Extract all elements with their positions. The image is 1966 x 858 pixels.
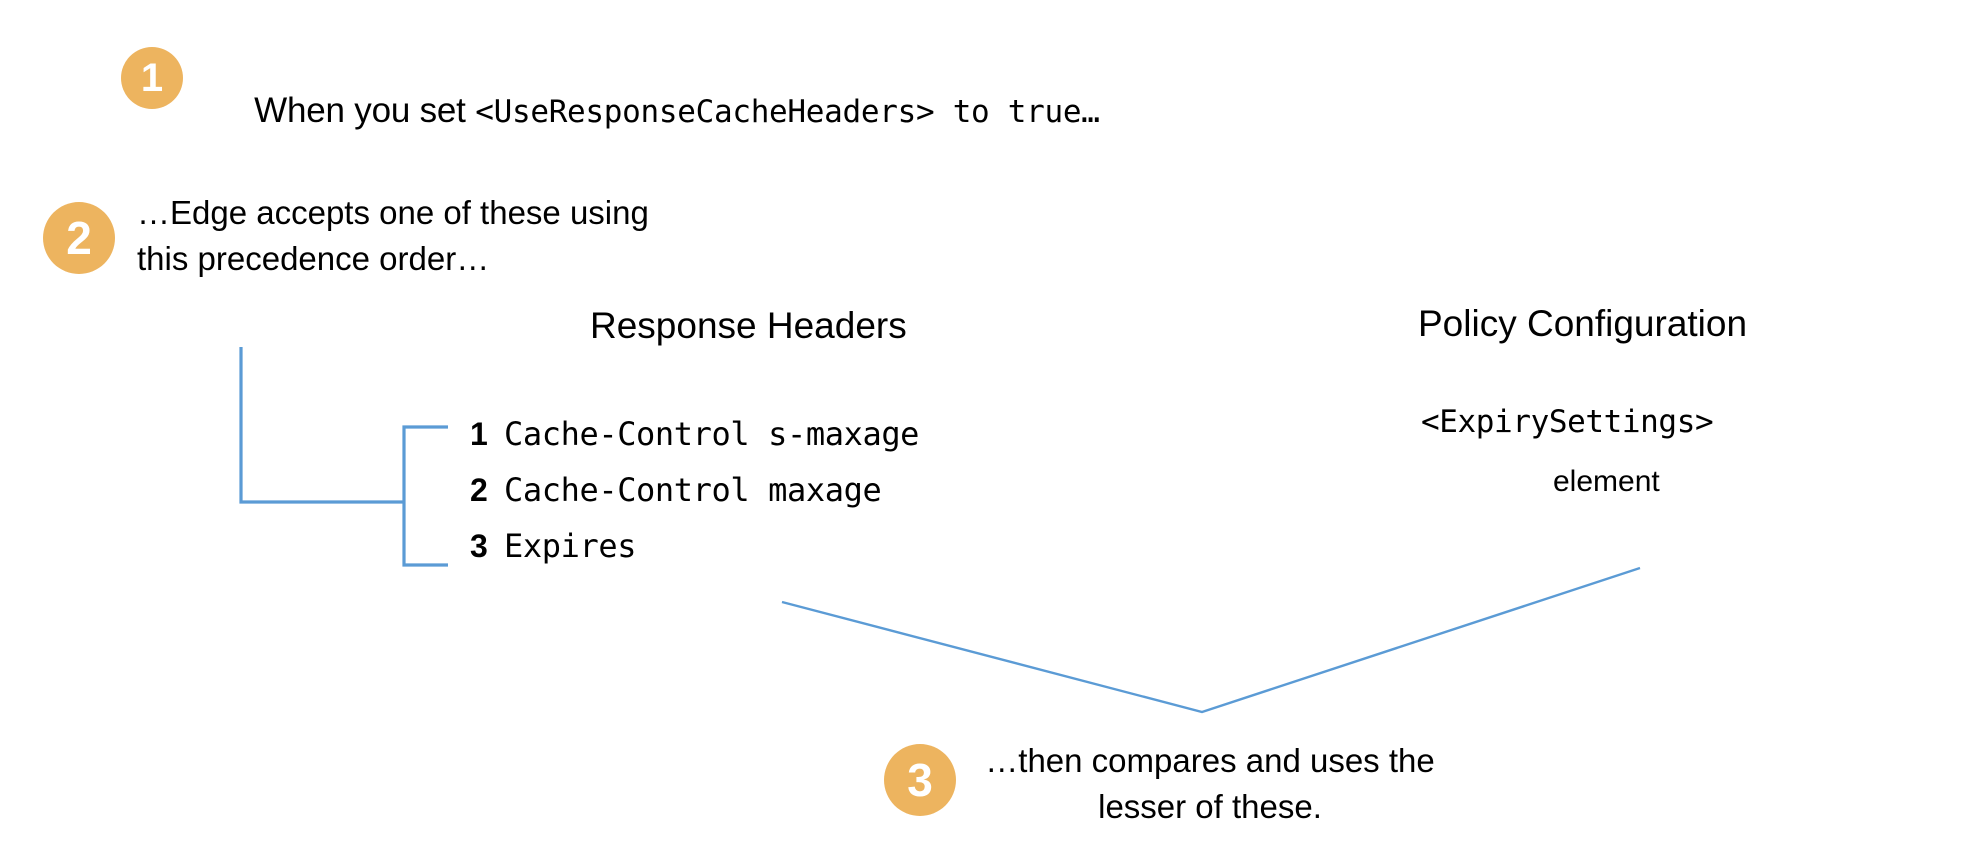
precedence-rank: 3: [470, 528, 488, 564]
expiry-settings-element-code: <ExpirySettings>: [1421, 404, 1714, 440]
precedence-header-name: Cache-Control maxage: [504, 471, 882, 509]
step-2-badge: 2: [43, 202, 115, 274]
precedence-item: 1 Cache-Control s-maxage: [470, 415, 919, 471]
expiry-settings-element-label: element: [1553, 465, 1660, 498]
response-headers-heading: Response Headers: [590, 305, 907, 346]
step-1-text-prefix: When you set: [254, 91, 476, 130]
precedence-header-name: Expires: [504, 527, 637, 565]
step-1-text-suffix: to true…: [934, 94, 1100, 130]
precedence-rank: 2: [470, 472, 488, 508]
step-1-badge: 1: [121, 47, 183, 109]
step-3-badge: 3: [884, 744, 956, 816]
precedence-bracket: [402, 425, 448, 567]
use-response-cache-headers-code: <UseResponseCacheHeaders>: [475, 94, 935, 130]
precedence-rank: 1: [470, 416, 488, 452]
comparison-v-connector: [781, 566, 1641, 714]
precedence-header-name: Cache-Control s-maxage: [504, 415, 920, 453]
step-1-text: When you set <UseResponseCacheHeaders> t…: [216, 45, 1100, 178]
step-3-text: …then compares and uses the lesser of th…: [985, 742, 1435, 825]
precedence-item: 3 Expires: [470, 527, 919, 583]
step2-elbow-connector: [239, 347, 403, 504]
precedence-list: 1 Cache-Control s-maxage 2 Cache-Control…: [470, 415, 919, 583]
step-2-text: …Edge accepts one of these using this pr…: [137, 194, 649, 277]
policy-configuration-heading: Policy Configuration: [1418, 303, 1748, 344]
precedence-item: 2 Cache-Control maxage: [470, 471, 919, 527]
